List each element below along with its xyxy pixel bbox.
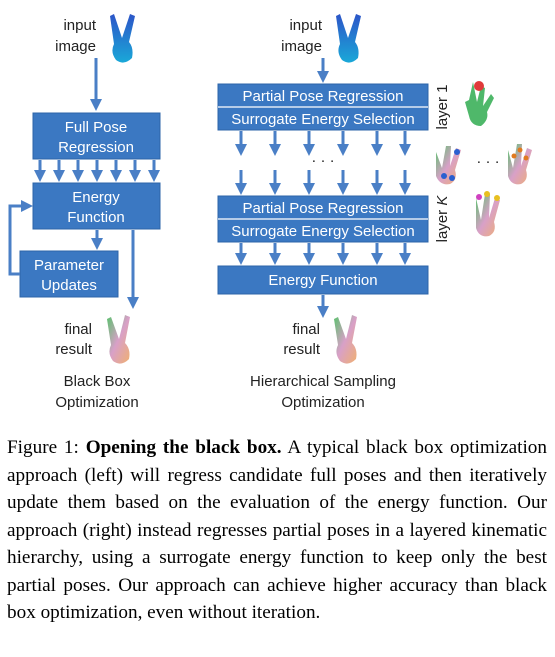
caption-body: A typical black box optimization approac…: [7, 437, 547, 623]
left-final-label-1: final: [64, 321, 92, 338]
right-final-label-2: result: [283, 341, 321, 358]
right-input-label-1: input: [289, 17, 322, 34]
layerK-to-energy-arrows: [235, 243, 411, 265]
hand-dots: · · ·: [476, 153, 499, 170]
left-final-label-2: result: [55, 341, 93, 358]
left-title-2: Optimization: [55, 394, 138, 411]
left-input-label-1: input: [63, 17, 96, 34]
energy-function-label: Energy Function: [268, 272, 377, 289]
caption-prefix: Figure 1:: [7, 437, 86, 458]
layer1-side-label: layer 1: [434, 84, 451, 129]
left-title-1: Black Box: [64, 373, 131, 390]
layerK-partial-pose: Partial Pose Regression: [243, 200, 404, 217]
param-label-2: Updates: [41, 277, 97, 294]
hand-skeleton-icon: [436, 146, 461, 185]
param-label-1: Parameter: [34, 257, 104, 274]
hand-skeleton-icon: [465, 81, 494, 126]
layer-dots: · · ·: [311, 152, 334, 169]
energy-label-2: Function: [67, 209, 125, 226]
left-input-label-2: image: [55, 38, 96, 55]
hand-skeleton-icon: [476, 191, 500, 237]
full-pose-label-1: Full Pose: [65, 119, 128, 136]
right-title-2: Optimization: [281, 394, 364, 411]
hand-skeleton-icon: [508, 144, 532, 185]
hand-skeleton-icon: [107, 315, 130, 364]
figure-diagram: input image Full Pose Regression Energy …: [8, 14, 532, 411]
energy-function-box-left: [32, 182, 161, 230]
caption-bold: Opening the black box.: [85, 437, 282, 458]
feedback-loop-arrow: [8, 200, 33, 276]
hand-skeleton-icon: [334, 315, 357, 364]
hand-victory-icon: [110, 14, 135, 63]
hand-victory-icon: [336, 14, 361, 63]
layer1-partial-pose: Partial Pose Regression: [243, 88, 404, 105]
figure-caption: Figure 1: Opening the black box. A typic…: [7, 434, 547, 627]
right-final-label-1: final: [292, 321, 320, 338]
layerK-multi-arrows: [235, 170, 411, 195]
right-title-1: Hierarchical Sampling: [250, 373, 396, 390]
energy-function-box-right: [217, 265, 429, 295]
energy-label-1: Energy: [72, 189, 120, 206]
full-pose-regression-box: [32, 112, 161, 160]
parameter-updates-box: [19, 250, 119, 298]
right-input-label-2: image: [281, 38, 322, 55]
layerK-surrogate: Surrogate Energy Selection: [231, 223, 414, 240]
layer1-multi-arrows: [235, 131, 411, 156]
full-pose-label-2: Regression: [58, 139, 134, 156]
layer1-surrogate: Surrogate Energy Selection: [231, 111, 414, 128]
left-multi-arrows: [34, 160, 160, 182]
layerK-side-label: layer K: [434, 195, 451, 243]
